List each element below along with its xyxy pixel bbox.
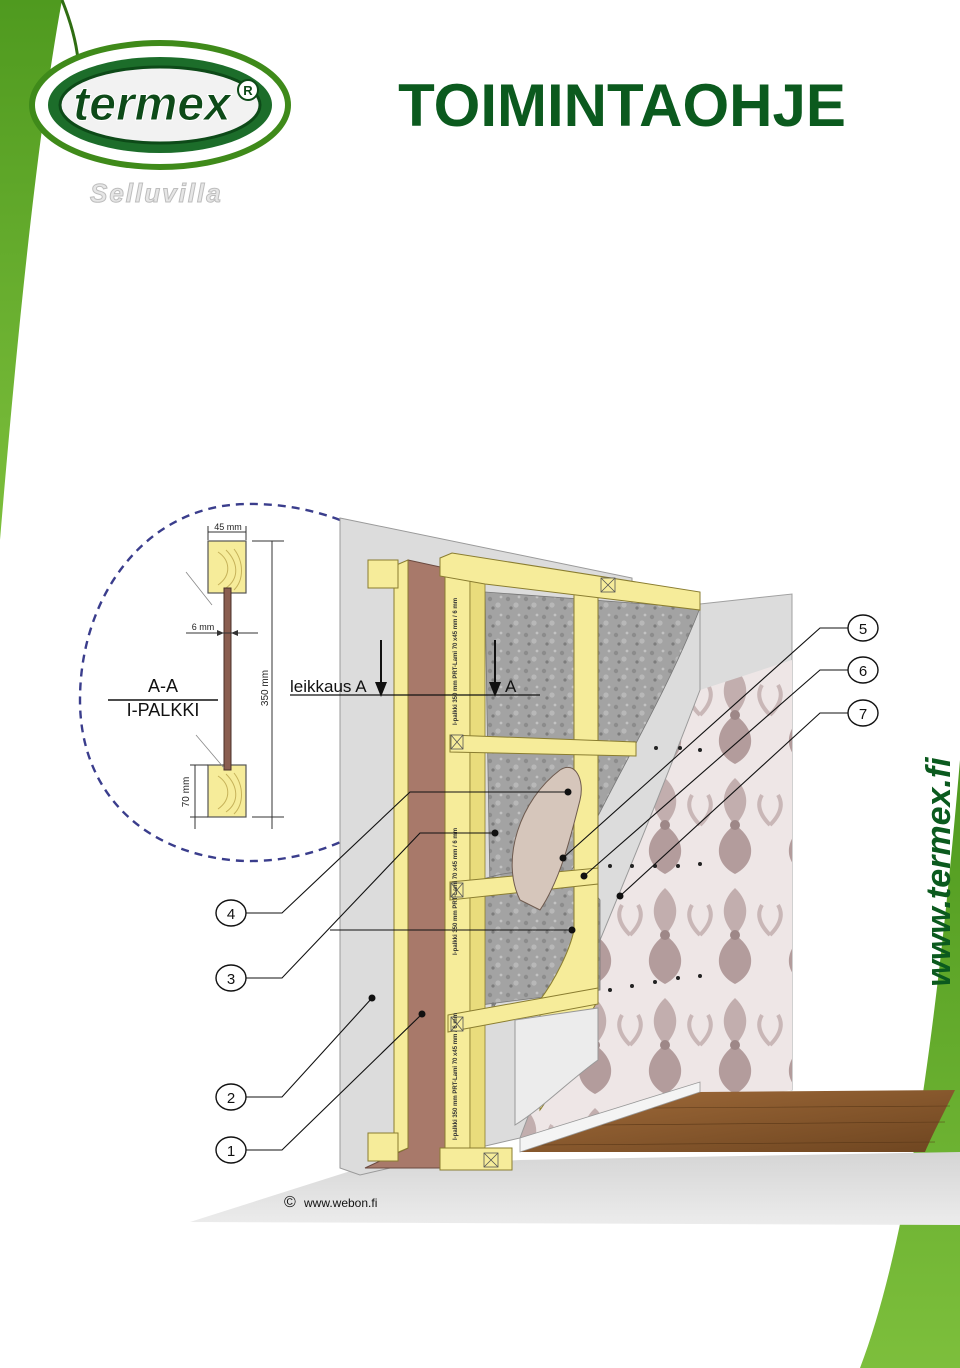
outer-stud bbox=[393, 559, 409, 1155]
callout-5: 5 bbox=[847, 614, 879, 642]
callout-lines bbox=[246, 627, 848, 1151]
product-name: Selluvilla bbox=[90, 178, 223, 208]
flange-width-label: 45 mm bbox=[214, 522, 242, 532]
left-green-swoosh bbox=[0, 0, 62, 540]
skirting-board bbox=[519, 1081, 701, 1153]
beam-web bbox=[223, 587, 232, 771]
flange-height-label: 70 mm bbox=[181, 777, 192, 808]
callout-7: 7 bbox=[847, 699, 879, 727]
callout-dots bbox=[368, 788, 624, 1018]
web-thickness-label: 6 mm bbox=[192, 622, 215, 632]
gypsum-board bbox=[514, 1007, 599, 1126]
section-name: A-A bbox=[148, 676, 178, 696]
batten-lower bbox=[447, 987, 599, 1033]
beam-print-lower: I-palkki 350 mm PRT-Lami 70 x45 mm / 6 m… bbox=[453, 1013, 459, 1140]
cut-marks bbox=[450, 577, 616, 1168]
callout-4-label: 4 bbox=[227, 906, 235, 923]
wood-floor bbox=[520, 1090, 955, 1152]
screw-dots bbox=[608, 746, 702, 992]
cut-label-right: A bbox=[505, 677, 517, 696]
batten-upper bbox=[449, 734, 637, 757]
height-label: 350 mm bbox=[260, 670, 271, 706]
section-detail: 45 mm 6 mm 350 mm 70 mm A-A I-PALKKI bbox=[78, 502, 346, 863]
left-swoosh-edge bbox=[60, 0, 80, 61]
registered-mark: R bbox=[243, 83, 253, 98]
copyright-symbol: © bbox=[284, 1194, 296, 1211]
bottom-flange bbox=[207, 764, 247, 818]
detail-circle-outline bbox=[78, 502, 346, 863]
top-flange bbox=[207, 540, 247, 594]
callout-2-label: 2 bbox=[227, 1090, 235, 1107]
top-plate bbox=[439, 552, 701, 611]
callout-6: 6 bbox=[847, 656, 879, 684]
callout-3: 3 bbox=[215, 964, 247, 992]
callout-7-label: 7 bbox=[859, 706, 867, 723]
credit-link[interactable]: www.webon.fi bbox=[303, 1196, 377, 1210]
callout-2: 2 bbox=[215, 1083, 247, 1111]
stud-end-top bbox=[367, 559, 399, 589]
grey-floor bbox=[190, 1152, 960, 1225]
callout-6-label: 6 bbox=[859, 663, 867, 680]
callout-badges: 1 2 3 4 5 6 7 bbox=[215, 614, 879, 1164]
i-beam-web bbox=[469, 560, 486, 1163]
bottom-plate bbox=[439, 1147, 513, 1171]
cut-label: leikkaus A bbox=[290, 677, 367, 696]
logo-wordmark: termex bbox=[73, 78, 233, 131]
beam-print-upper: I-palkki 350 mm PRT-Lami 70 x45 mm / 6 m… bbox=[453, 598, 459, 725]
section-cut-marker: leikkaus A A bbox=[290, 640, 540, 697]
website-link[interactable]: www.termex.fi bbox=[920, 756, 958, 987]
stud-end-left bbox=[367, 1132, 399, 1162]
beam-print-middle: I-palkki 350 mm PRT-Lami 70 x45 mm / 6 m… bbox=[453, 828, 459, 955]
callout-1-label: 1 bbox=[227, 1143, 235, 1160]
section-caption: I-PALKKI bbox=[127, 700, 200, 720]
vapour-barrier bbox=[511, 767, 582, 911]
page-title: TOIMINTAOHJE bbox=[398, 72, 846, 139]
callout-3-label: 3 bbox=[227, 971, 235, 988]
callout-4: 4 bbox=[215, 899, 247, 927]
callout-1: 1 bbox=[215, 1136, 247, 1164]
callout-5-label: 5 bbox=[859, 621, 867, 638]
termex-logo: termex R bbox=[29, 40, 291, 170]
